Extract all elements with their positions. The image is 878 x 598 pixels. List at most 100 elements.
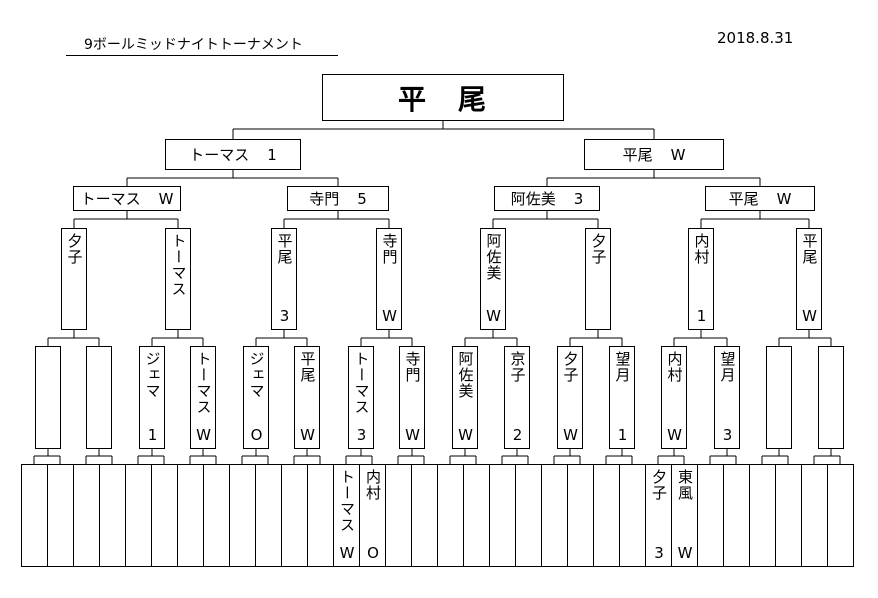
round3-box-result: 3 xyxy=(275,307,294,325)
title-underline xyxy=(66,55,338,56)
round3-box-name: 夕子 xyxy=(589,233,608,265)
round2-box: 京子 2 xyxy=(504,346,530,449)
round1-box xyxy=(801,464,828,567)
round2-box-name: 阿佐美 xyxy=(456,351,475,399)
round2-box-result: W xyxy=(298,426,317,444)
round1-box xyxy=(229,464,256,567)
round1-box xyxy=(541,464,568,567)
round3-box-name: トーマス xyxy=(169,233,188,297)
round1-box xyxy=(99,464,126,567)
champion-box: 平 尾 xyxy=(322,74,564,121)
round2-box-result: O xyxy=(247,426,266,444)
round1-box xyxy=(203,464,230,567)
round2-box: トーマス W xyxy=(190,346,216,449)
quarterfinal-box-name: 平尾 xyxy=(728,190,759,208)
round2-box xyxy=(86,346,112,449)
quarterfinal-box-name: 阿佐美 xyxy=(510,190,556,208)
round1-box xyxy=(151,464,178,567)
round2-box-result: W xyxy=(194,426,213,444)
round1-box xyxy=(593,464,620,567)
champion-name: 平 尾 xyxy=(397,82,488,116)
round2-box xyxy=(35,346,61,449)
round3-box-name: 寺門 xyxy=(380,233,399,265)
round1-box xyxy=(463,464,490,567)
quarterfinal-box-result: 3 xyxy=(573,189,584,208)
round1-box-result: W xyxy=(676,544,694,562)
tournament-date: 2018.8.31 xyxy=(717,29,794,47)
round2-box-name: 望月 xyxy=(718,351,737,383)
quarterfinal-box-result: W xyxy=(776,189,792,208)
round2-box-name: 京子 xyxy=(508,351,527,383)
round2-box: 望月 3 xyxy=(714,346,740,449)
round2-box-result: 3 xyxy=(718,426,737,444)
round2-box: ジェマ 1 xyxy=(139,346,165,449)
round1-box xyxy=(489,464,516,567)
semifinal-box-result: 1 xyxy=(267,145,277,164)
round2-box-name: ジェマ xyxy=(143,351,162,399)
round1-box xyxy=(73,464,100,567)
quarterfinal-box: 阿佐美 3 xyxy=(494,186,600,211)
round2-box-name: 平尾 xyxy=(298,351,317,383)
round1-box xyxy=(723,464,750,567)
round1-box xyxy=(567,464,594,567)
round1-box-result: W xyxy=(338,544,356,562)
round1-box xyxy=(437,464,464,567)
round3-box-name: 平尾 xyxy=(800,233,819,265)
round1-box: 内村 O xyxy=(359,464,386,567)
round2-box-result: 1 xyxy=(143,426,162,444)
round1-box-name: 東風 xyxy=(676,469,694,501)
round1-box xyxy=(827,464,854,567)
round1-box xyxy=(281,464,308,567)
round2-box-result: W xyxy=(561,426,580,444)
round3-box-result: W xyxy=(800,307,819,325)
round3-box-name: 阿佐美 xyxy=(484,233,503,281)
round2-box: 夕子 W xyxy=(557,346,583,449)
round1-box xyxy=(177,464,204,567)
round2-box xyxy=(818,346,844,449)
round1-box xyxy=(385,464,412,567)
round1-box-result: O xyxy=(364,544,382,562)
round1-box: 夕子 3 xyxy=(645,464,672,567)
round2-box-name: 夕子 xyxy=(561,351,580,383)
round1-box xyxy=(515,464,542,567)
round1-box xyxy=(697,464,724,567)
round2-box-result: 2 xyxy=(508,426,527,444)
round3-box-name: 内村 xyxy=(692,233,711,265)
tournament-title: 9ボールミッドナイトトーナメント xyxy=(84,37,303,53)
round2-box-name: トーマス xyxy=(194,351,213,415)
round1-box-result: 3 xyxy=(650,544,668,562)
round3-box: 夕子 xyxy=(61,228,87,330)
round3-box: 平尾 W xyxy=(796,228,822,330)
quarterfinal-box-name: トーマス xyxy=(80,190,141,208)
round2-box xyxy=(766,346,792,449)
round3-box-result: W xyxy=(484,307,503,325)
round2-box-result: W xyxy=(665,426,684,444)
semifinal-box-name: トーマス xyxy=(189,146,250,164)
round2-box: ジェマ O xyxy=(243,346,269,449)
round3-box: 夕子 xyxy=(585,228,611,330)
round1-box-name: 内村 xyxy=(364,469,382,501)
round3-box-name: 夕子 xyxy=(65,233,84,265)
round1-box xyxy=(255,464,282,567)
round2-box-name: ジェマ xyxy=(247,351,266,399)
round1-box-name: 夕子 xyxy=(650,469,668,501)
semifinal-box: トーマス 1 xyxy=(165,139,301,170)
round3-box: トーマス xyxy=(165,228,191,330)
round1-box xyxy=(749,464,776,567)
quarterfinal-box-result: 5 xyxy=(357,189,367,208)
semifinal-box-name: 平尾 xyxy=(622,146,653,164)
round1-box xyxy=(619,464,646,567)
round1-box: 東風 W xyxy=(671,464,698,567)
round1-box xyxy=(411,464,438,567)
